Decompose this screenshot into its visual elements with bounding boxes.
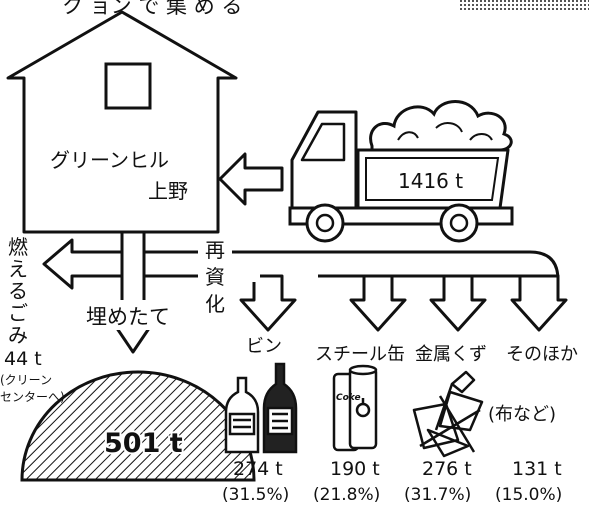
truck-load-amount: 1416 t (398, 169, 463, 193)
header-dot-pattern (460, 0, 589, 10)
category-label-metal-scrap: 金属くず (415, 344, 487, 365)
landfill-label: 埋めたて (86, 305, 170, 329)
category-amount-others: 131 t (512, 458, 562, 480)
arrow-bottles (239, 274, 297, 332)
burnable-amount: 44 t (4, 348, 42, 370)
burnable-char: え (8, 257, 28, 281)
category-percent-others: (15.0%) (495, 485, 562, 505)
recycle-char: 再 (205, 238, 225, 262)
others-note: (布など) (488, 404, 556, 425)
category-amount-steel-cans: 190 t (330, 458, 380, 480)
category-amount-bottles: 274 t (233, 458, 283, 480)
burnable-char: み (8, 323, 28, 347)
burnable-label: 燃 え る ご み (8, 235, 28, 347)
recycle-char: 資 (205, 265, 225, 289)
category-percent-bottles: (31.5%) (222, 485, 289, 505)
recycle-char: 化 (205, 292, 225, 316)
steel-cans-illustration (332, 364, 378, 452)
burnable-char: 燃 (8, 235, 28, 259)
arrow-others (510, 274, 568, 332)
category-label-steel-cans: スチール缶 (315, 344, 405, 365)
burnable-char: る (8, 279, 28, 303)
flow-pipes (42, 232, 560, 354)
category-label-others: そのほか (506, 344, 578, 365)
garbage-pile (369, 100, 513, 152)
truck-wheel (315, 213, 335, 233)
garbage-truck (288, 100, 514, 243)
burnable-destination: センターへ) (0, 390, 65, 404)
arrow-steel-cans (349, 274, 407, 332)
header-text: ク ョン で 集 め る (62, 0, 242, 18)
bottles-illustration (224, 362, 298, 454)
metal-scrap-illustration (412, 370, 484, 458)
recycle-label: 再 資 化 (205, 238, 225, 316)
category-amount-metal-scrap: 276 t (422, 458, 472, 480)
burnable-char: ご (8, 301, 28, 325)
truck-cab-window (300, 122, 346, 162)
can-logo: Coke (336, 393, 361, 403)
category-percent-metal-scrap: (31.7%) (404, 485, 471, 505)
facility-name: グリーンヒル (50, 148, 169, 172)
category-percent-steel-cans: (21.8%) (313, 485, 380, 505)
burnable-destination: (クリーン (0, 373, 52, 387)
landfill-amount: 501 t (104, 428, 183, 459)
facility-building (6, 10, 238, 234)
facility-location: 上野 (148, 179, 188, 203)
arrow-truck-to-facility (218, 152, 284, 206)
facility-window (104, 62, 152, 110)
truck-wheel (449, 213, 469, 233)
category-arrows (239, 274, 568, 332)
arrow-metal-scrap (429, 274, 487, 332)
category-label-bottles: ビン (246, 336, 282, 357)
